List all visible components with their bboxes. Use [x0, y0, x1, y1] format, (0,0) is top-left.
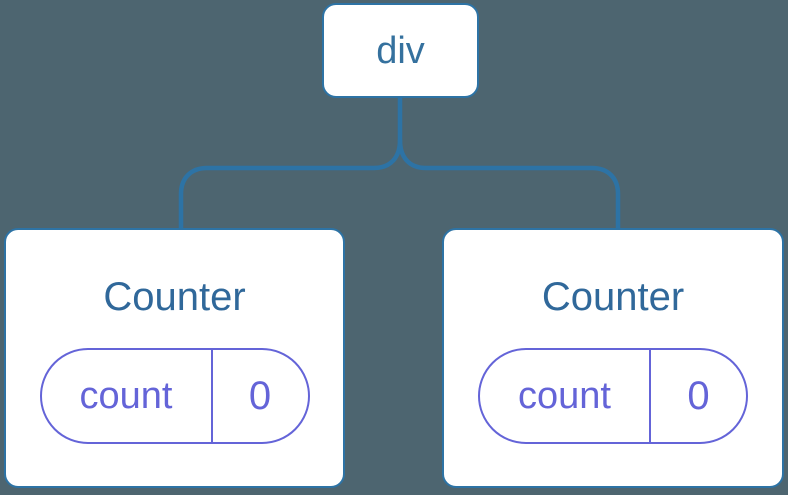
counter-card-title: Counter: [541, 275, 685, 319]
counter-card-right: Counter count 0: [442, 228, 784, 488]
state-value-label: 0: [248, 374, 272, 418]
state-key-label: count: [480, 350, 651, 442]
state-pill: count 0: [39, 348, 310, 444]
root-node-div: div: [322, 3, 479, 98]
connector-right-branch: [397, 139, 621, 229]
state-pill: count 0: [478, 348, 748, 444]
connector-left-branch: [178, 97, 403, 229]
counter-card-title: Counter: [103, 275, 246, 319]
state-key-label: count: [42, 350, 213, 442]
state-value-label: 0: [687, 374, 710, 418]
counter-card-left: Counter count 0: [4, 228, 345, 488]
root-node-label: div: [376, 29, 425, 72]
